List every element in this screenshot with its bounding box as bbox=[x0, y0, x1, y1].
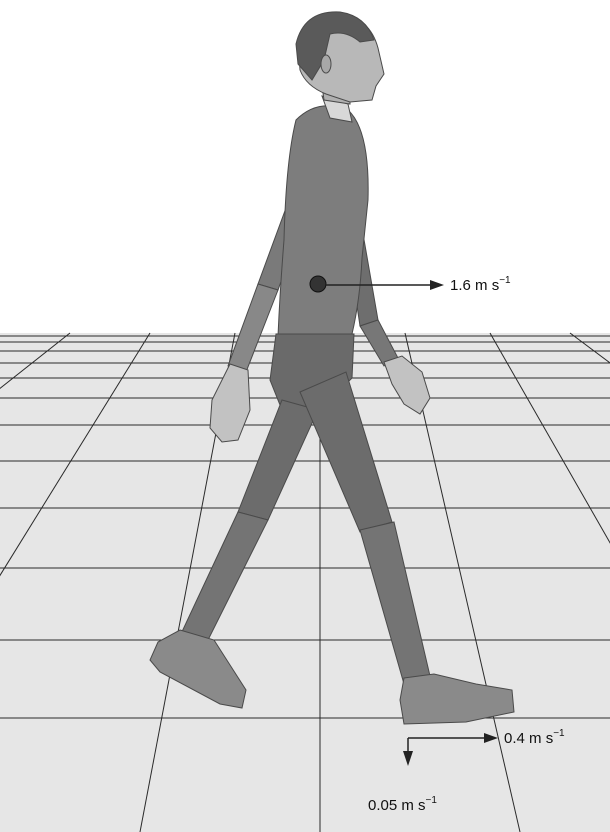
foot-horizontal-velocity-label: 0.4 m s−1 bbox=[504, 729, 565, 747]
com-velocity-label: 1.6 m s−1 bbox=[450, 276, 511, 294]
foot-vertical-velocity-label: 0.05 m s−1 bbox=[368, 796, 437, 814]
torso bbox=[278, 106, 368, 336]
center-of-mass-marker bbox=[310, 276, 326, 292]
ear bbox=[321, 55, 331, 73]
